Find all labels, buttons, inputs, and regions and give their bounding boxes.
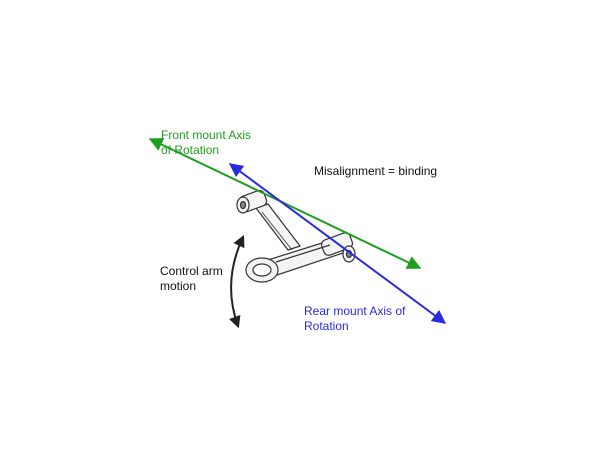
misalignment-label: Misalignment = binding (314, 164, 438, 178)
front-axis-label: Front mount Axis of Rotation (161, 128, 251, 158)
control-arm-motion-arrow (229, 234, 245, 329)
control-arm-label: Control arm motion (160, 264, 223, 294)
rear-axis-label-line1: Rear mount Axis of (304, 304, 406, 318)
control-arm-label-line1: Control arm (160, 264, 223, 278)
control-arm-illustration (236, 189, 356, 283)
front-axis-label-line1: Front mount Axis (161, 128, 252, 142)
front-axis-label-line2: of Rotation (161, 143, 220, 157)
rear-axis-line (228, 163, 447, 324)
rear-axis-label: Rear mount Axis of Rotation (304, 304, 405, 334)
control-arm-label-line2: motion (160, 279, 197, 293)
rear-axis-label-line2: Rotation (304, 319, 349, 333)
